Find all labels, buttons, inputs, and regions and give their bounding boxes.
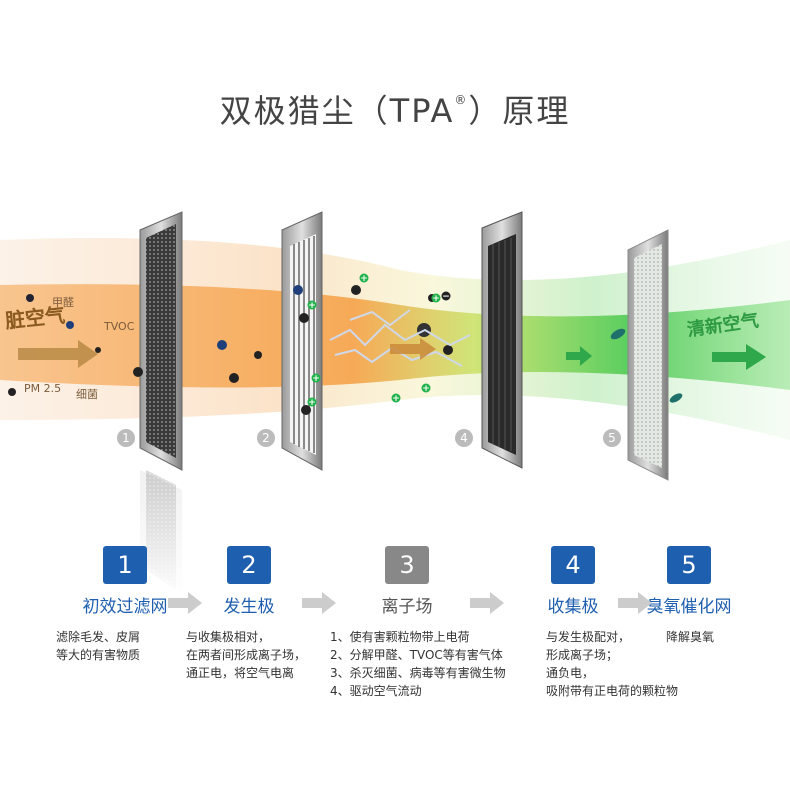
- panel-prefilter: [130, 211, 190, 600]
- svg-text:+: +: [312, 374, 320, 384]
- panel-marker-5: [603, 429, 621, 447]
- stage-desc-2: 与收集极相对， 在两者间形成离子场， 通正电，将空气电离: [186, 630, 307, 680]
- stage-desc-5: 降解臭氧: [666, 630, 715, 644]
- stage-arrow-3-icon: [470, 592, 504, 614]
- svg-text:−: −: [442, 292, 450, 302]
- stage-arrow-1-icon: [168, 592, 202, 614]
- stage-number-4: 4: [551, 546, 595, 584]
- stage-arrow-2-icon: [302, 592, 336, 614]
- stage-name-3: 离子场: [381, 597, 433, 617]
- panel-marker-2-text: 2: [262, 431, 270, 445]
- panel-marker-1-text: 1: [122, 431, 130, 445]
- stage-name-2: 发生极: [223, 597, 275, 617]
- ion-field-arrow-icon: [390, 338, 436, 360]
- panel-collector: [472, 211, 532, 600]
- panel-marker-2: [257, 429, 275, 447]
- stage-number-1: 1: [103, 546, 147, 584]
- svg-text:+: +: [432, 294, 440, 304]
- formaldehyde-label: 甲醛: [52, 295, 74, 309]
- fresh-air-arrow-icon: [566, 344, 766, 370]
- ion-charges: + + + + + − + +: [307, 273, 451, 408]
- panel-marker-5-text: 5: [608, 431, 616, 445]
- stage-name-4: 收集极: [547, 597, 599, 617]
- airflow-core-band: [0, 284, 790, 390]
- svg-text:+: +: [422, 384, 430, 394]
- svg-text:+: +: [308, 398, 316, 408]
- page-title: 双极猎尘（TPA®）原理: [219, 92, 571, 130]
- stage-number-2: 2: [227, 546, 271, 584]
- stage-desc-3: 1、使有害颗粒物带上电荷 2、分解甲醛、TVOC等有害气体 3、杀灭细菌、病毒等…: [330, 630, 506, 698]
- pm25-label: PM 2.5: [24, 382, 61, 395]
- bacteria-label: 细菌: [76, 388, 98, 401]
- svg-text:+: +: [360, 274, 368, 284]
- stage-arrow-4-icon: [618, 592, 652, 614]
- stage-name-1: 初效过滤网: [82, 597, 168, 617]
- dirty-air-arrow-icon: [18, 340, 98, 368]
- tvoc-label: TVOC: [103, 320, 135, 333]
- svg-text:+: +: [392, 394, 400, 404]
- panel-marker-4-text: 4: [460, 431, 468, 445]
- stage-desc-1: 滤除毛发、皮屑 等大的有害物质: [56, 630, 141, 662]
- panel-marker-1: [117, 429, 135, 447]
- stage-name-5: 臭氧催化网: [646, 597, 732, 617]
- svg-text:+: +: [308, 301, 316, 311]
- stage-number-3: 3: [385, 546, 429, 584]
- leaf-icons: [610, 328, 683, 403]
- stage-number-5: 5: [667, 546, 711, 584]
- panel-marker-4: [455, 429, 473, 447]
- stage-desc-4: 与发生极配对， 形成离子场； 通负电， 吸附带有正电荷的颗粒物: [546, 630, 679, 698]
